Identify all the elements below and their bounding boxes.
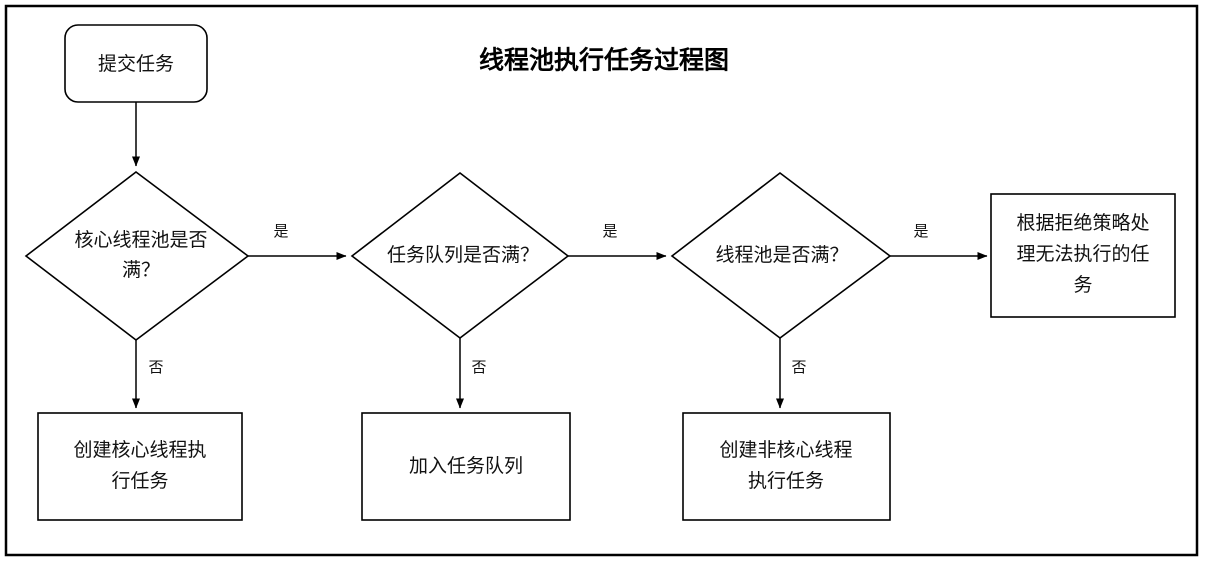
- node-pool-full-label: 线程池是否满？: [715, 244, 848, 266]
- diagram-frame: [4, 4, 1199, 557]
- node-create-noncore-thread-label-line2: 执行任务: [748, 470, 824, 492]
- node-core-pool-full-decision[interactable]: 核心线程池是否 满？: [24, 170, 250, 342]
- node-create-noncore-thread-shape: [682, 412, 891, 521]
- node-create-core-thread-label-line1: 创建核心线程执: [73, 439, 206, 461]
- node-create-noncore-thread[interactable]: 创建非核心线程 执行任务: [682, 412, 891, 521]
- edge-label-d2-enqueue: 否: [471, 358, 486, 376]
- node-create-noncore-thread-label-line1: 创建非核心线程: [719, 439, 852, 461]
- node-core-pool-full-label-line1: 核心线程池是否: [74, 229, 207, 251]
- node-create-core-thread-shape: [37, 412, 243, 521]
- diagram-title: 线程池执行任务过程图: [479, 46, 729, 75]
- node-create-core-thread-label-line2: 行任务: [111, 470, 168, 492]
- edge-label-d1-core-thread: 否: [148, 358, 163, 376]
- node-reject-policy-label-line2: 理无法执行的任: [1016, 243, 1149, 265]
- node-create-core-thread[interactable]: 创建核心线程执 行任务: [37, 412, 243, 521]
- node-enqueue-task[interactable]: 加入任务队列: [361, 412, 571, 521]
- node-pool-full-shape: [670, 171, 892, 340]
- node-reject-policy-shape: [990, 193, 1176, 318]
- node-enqueue-task-label: 加入任务队列: [409, 455, 523, 477]
- node-enqueue-task-shape: [361, 412, 571, 521]
- node-queue-full-shape: [350, 171, 570, 340]
- node-submit-task[interactable]: 提交任务: [64, 24, 208, 103]
- node-core-pool-full-shape: [24, 170, 250, 342]
- node-queue-full-label: 任务队列是否满？: [387, 244, 539, 266]
- edge-label-d3-reject: 是: [913, 222, 928, 240]
- node-pool-full-decision[interactable]: 线程池是否满？: [670, 171, 892, 340]
- node-reject-policy[interactable]: 根据拒绝策略处 理无法执行的任 务: [990, 193, 1176, 318]
- node-submit-task-label: 提交任务: [98, 53, 174, 75]
- node-reject-policy-label-line3: 务: [1073, 274, 1092, 296]
- edge-label-d3-noncore: 否: [791, 358, 806, 376]
- node-core-pool-full-label-line2: 满？: [122, 259, 160, 281]
- edge-label-d2-d3: 是: [602, 222, 617, 240]
- node-queue-full-decision[interactable]: 任务队列是否满？: [350, 171, 570, 340]
- node-submit-task-shape: [64, 24, 208, 103]
- edge-label-d1-d2: 是: [273, 222, 288, 240]
- node-reject-policy-label-line1: 根据拒绝策略处: [1016, 212, 1149, 234]
